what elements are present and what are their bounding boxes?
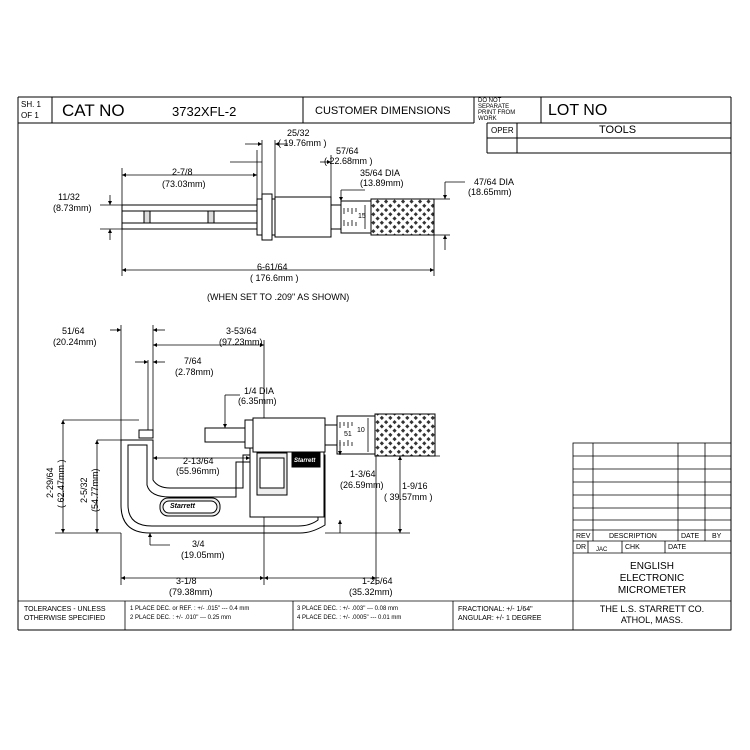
lot-no-label: LOT NO: [548, 102, 608, 119]
product-line-2: ELECTRONIC: [619, 573, 685, 584]
dim-7-64-mm: (2.78mm): [175, 367, 214, 377]
display-brand: Starrett: [294, 458, 316, 464]
dim-25-32: 25/32: [287, 128, 310, 138]
date-header: DATE: [681, 533, 700, 540]
product-line-3: MICROMETER: [617, 585, 687, 596]
dim-3-53-64: 3-53/64: [226, 326, 257, 336]
thimble-mark-side-a: 10: [357, 427, 365, 434]
sheet-total: OF 1: [21, 111, 39, 120]
dim-35-64-mm: (13.89mm): [360, 178, 404, 188]
tolerance-fractional: FRACTIONAL: +/- 1/64": [458, 606, 533, 613]
warning-line-1: DO NOT: [478, 98, 502, 104]
tolerances-line-1: TOLERANCES - UNLESS: [24, 606, 106, 613]
by-header: BY: [712, 533, 722, 540]
footer-lines: [18, 600, 573, 630]
rev-header: REV: [576, 533, 591, 540]
dim-1-4: 1/4 DIA: [244, 386, 275, 396]
dim-51-64-mm: (20.24mm): [53, 337, 97, 347]
frame-brand: Starrett: [170, 503, 195, 510]
chk-label: CHK: [625, 544, 640, 551]
dim-3-1-8-mm: (79.38mm): [169, 587, 213, 597]
dim-6-61-64-mm: ( 176.6mm ): [250, 273, 299, 283]
customer-dimensions-label: CUSTOMER DIMENSIONS: [315, 105, 451, 117]
dim-2-5-32: 2-5/32: [79, 477, 89, 503]
dim-35-64: 35/64 DIA: [360, 168, 401, 178]
tools-label: TOOLS: [599, 124, 637, 136]
dim-11-32: 11/32: [58, 192, 80, 202]
thimble-mark-top: 15: [358, 213, 366, 220]
company-name: THE L.S. STARRETT CO.: [599, 604, 705, 614]
dim-1-9-16-mm: ( 39.57mm ): [384, 492, 433, 502]
dim-3-53-64-mm: (97.23mm): [219, 337, 263, 347]
company-location: ATHOL, MASS.: [620, 615, 684, 625]
top-view-micrometer: [121, 193, 435, 241]
side-view-dimensions: [55, 325, 440, 585]
warning-line-2: SEPARATE: [478, 104, 510, 110]
dim-1-9-16: 1-9/16: [402, 481, 428, 491]
dim-1-25-64: 1-25/64: [362, 576, 393, 586]
dim-6-61-64: 6-61/64: [257, 262, 288, 272]
dim-2-7-8-mm: (73.03mm): [162, 179, 206, 189]
description-header: DESCRIPTION: [609, 533, 657, 540]
dim-3-1-8: 3-1/8: [176, 576, 197, 586]
thimble-mark-side-b: 51: [344, 431, 352, 438]
dim-1-25-64-mm: (35.32mm): [349, 587, 393, 597]
dim-2-7-8: 2-7/8: [172, 167, 193, 177]
date2-label: DATE: [668, 544, 687, 551]
cat-no-label: CAT NO: [62, 101, 125, 120]
dim-2-13-64: 2-13/64: [183, 456, 214, 466]
dim-2-29-64: 2-29/64: [45, 467, 55, 498]
tolerance-2-place: 2 PLACE DEC. : +/- .010" --- 0.25 mm: [130, 615, 231, 621]
dim-25-32-mm: ( 19.76mm ): [278, 138, 327, 148]
dim-51-64: 51/64: [62, 326, 85, 336]
tolerance-4-place: 4 PLACE DEC. : +/- .0005" --- 0.01 mm: [297, 615, 402, 621]
product-line-1: ENGLISH: [630, 561, 674, 572]
sheet-number: SH. 1: [21, 100, 42, 109]
dim-2-29-64-mm: ( 62.47mm ): [56, 459, 66, 508]
dim-47-64-mm: (18.65mm): [468, 187, 512, 197]
dim-47-64: 47/64 DIA: [474, 177, 515, 187]
dim-2-13-64-mm: (55.96mm): [176, 466, 220, 476]
dim-1-3-64: 1-3/64: [350, 469, 376, 479]
dim-3-4: 3/4: [192, 539, 205, 549]
top-view-thimble-ticks: [343, 205, 366, 229]
tolerance-1-place: 1 PLACE DEC. or REF. : +/- .015" --- 0.4…: [130, 606, 250, 612]
side-view-micrometer: [120, 413, 436, 534]
warning-line-4: WORK: [478, 116, 497, 122]
title-block-lines: [18, 97, 731, 154]
dr-label: DR: [576, 544, 587, 551]
tolerance-angular: ANGULAR: +/- 1 DEGREE: [458, 615, 542, 622]
dim-11-32-mm: (8.73mm): [53, 203, 92, 213]
dim-2-5-32-mm: (54.77mm): [90, 468, 100, 512]
dim-1-3-64-mm: (26.59mm): [340, 480, 384, 490]
dim-57-64: 57/64: [336, 146, 359, 156]
oper-label: OPER: [491, 126, 514, 135]
dim-7-64: 7/64: [184, 356, 202, 366]
tolerance-3-place: 3 PLACE DEC. : +/- .003" --- 0.08 mm: [297, 606, 398, 612]
set-note: (WHEN SET TO .209" AS SHOWN): [207, 292, 350, 302]
dim-1-4-mm: (6.35mm): [238, 396, 277, 406]
cat-no-value: 3732XFL-2: [172, 104, 237, 119]
revision-block-lines: [572, 442, 732, 631]
dim-3-4-mm: (19.05mm): [181, 550, 225, 560]
top-view-dimensions: [100, 140, 465, 276]
warning-line-3: PRINT FROM: [478, 110, 516, 116]
side-view-thimble-ticks: [339, 418, 369, 452]
tolerances-line-2: OTHERWISE SPECIFIED: [24, 615, 106, 622]
dr-value: JAC: [596, 547, 608, 553]
dim-57-64-mm: ( 22.68mm ): [324, 156, 373, 166]
